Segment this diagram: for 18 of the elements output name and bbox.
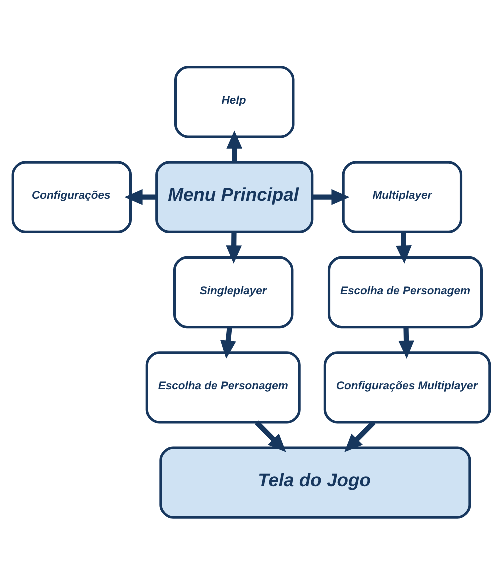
node-box: Escolha de Personagem xyxy=(327,256,482,329)
arrow xyxy=(220,327,236,359)
arrow xyxy=(344,420,376,452)
arrow xyxy=(312,189,350,206)
arrow xyxy=(254,420,286,452)
arrow xyxy=(398,327,414,359)
arrow xyxy=(396,232,412,264)
node-box: Menu Principal xyxy=(155,161,314,234)
arrow xyxy=(124,189,156,206)
node-box: Singleplayer xyxy=(172,256,294,329)
node-box: Help xyxy=(174,66,294,138)
node-box: Configurações xyxy=(11,161,132,234)
node-box: Tela do Jogo xyxy=(159,446,471,519)
node-box: Escolha de Personagem xyxy=(145,352,300,424)
node-box: Multiplayer xyxy=(342,161,462,234)
arrow xyxy=(226,232,242,264)
node-box: Configurações Multiplayer xyxy=(323,352,491,424)
arrow xyxy=(226,130,242,162)
